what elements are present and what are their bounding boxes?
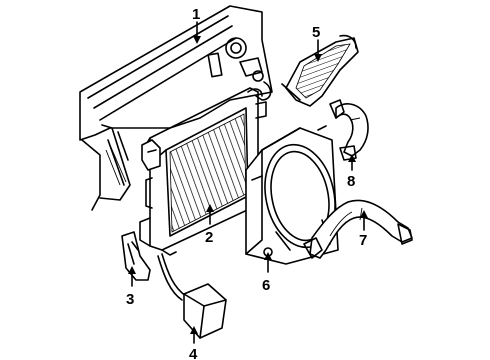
radiator	[139, 87, 267, 301]
mount-bracket	[121, 231, 151, 281]
lower-hose	[303, 199, 413, 259]
air-duct	[281, 34, 359, 107]
callout-4: 4	[189, 346, 198, 360]
callout-7: 7	[359, 232, 367, 249]
coolant-reservoir	[183, 283, 227, 339]
fan-shroud	[245, 125, 339, 265]
callout-2: 2	[205, 229, 213, 246]
callout-6: 6	[262, 277, 270, 294]
callout-3: 3	[126, 291, 134, 308]
radiator-support	[79, 5, 273, 211]
leader-lines	[128, 21, 368, 344]
callout-8: 8	[347, 173, 355, 190]
upper-hose	[329, 99, 369, 161]
callout-1: 1	[192, 6, 200, 23]
callout-5: 5	[312, 24, 320, 41]
